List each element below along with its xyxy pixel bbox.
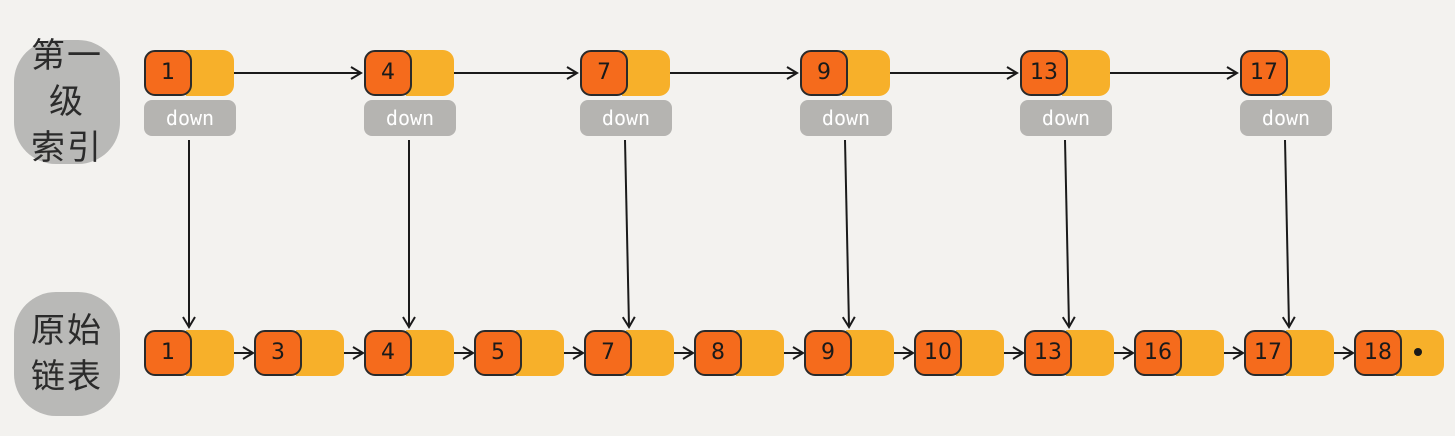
base-node-value: 10 (914, 330, 962, 376)
base-list-label-line2: 链表 (31, 357, 103, 397)
down-pointer-box: down (1240, 100, 1332, 136)
base-node-next-pointer (1066, 330, 1114, 376)
index-node-value: 1 (144, 50, 192, 96)
base-node-value: 16 (1134, 330, 1182, 376)
index-node-value: 4 (364, 50, 412, 96)
base-node-next-pointer (956, 330, 1004, 376)
base-node-value: 7 (584, 330, 632, 376)
down-arrow (1061, 139, 1076, 329)
base-list-label: 原始 链表 (14, 292, 120, 416)
base-node-next-pointer (296, 330, 344, 376)
base-node-value: 9 (804, 330, 852, 376)
down-arrow (621, 139, 636, 329)
base-node-next-pointer (186, 330, 234, 376)
base-node-value: 1 (144, 330, 192, 376)
index-node-value: 9 (800, 50, 848, 96)
base-node-value: 4 (364, 330, 412, 376)
down-pointer-box: down (580, 100, 672, 136)
base-node-value: 13 (1024, 330, 1072, 376)
down-pointer-box: down (144, 100, 236, 136)
index-level-label-line1: 第一级 (31, 36, 103, 122)
index-level-label: 第一级 索引 (14, 36, 120, 168)
base-list-label-line1: 原始 (31, 311, 103, 351)
base-node-next-pointer (406, 330, 454, 376)
down-arrows (182, 139, 1296, 329)
index-node-next-pointer (622, 50, 670, 96)
base-node-value: 18 (1354, 330, 1402, 376)
base-node-value: 3 (254, 330, 302, 376)
index-node-value: 13 (1020, 50, 1068, 96)
index-level-label-line2: 索引 (31, 128, 103, 168)
base-node-next-pointer (736, 330, 784, 376)
index-node-next-pointer (406, 50, 454, 96)
base-node-next-pointer (846, 330, 894, 376)
base-node-next-pointer (1396, 330, 1444, 376)
base-node-value: 5 (474, 330, 522, 376)
index-node-next-pointer (842, 50, 890, 96)
index-node-next-pointer (186, 50, 234, 96)
down-pointer-box: down (800, 100, 892, 136)
base-node-next-pointer (1286, 330, 1334, 376)
down-pointer-box: down (364, 100, 456, 136)
index-node-next-pointer (1282, 50, 1330, 96)
index-node-value: 17 (1240, 50, 1288, 96)
base-node-next-pointer (1176, 330, 1224, 376)
base-node-next-pointer (516, 330, 564, 376)
base-node-value: 17 (1244, 330, 1292, 376)
base-node-next-pointer (626, 330, 674, 376)
index-node-value: 7 (580, 50, 628, 96)
null-pointer-dot (1414, 348, 1422, 356)
base-node-value: 8 (694, 330, 742, 376)
down-arrow (841, 139, 856, 329)
down-pointer-box: down (1020, 100, 1112, 136)
down-arrow (1281, 139, 1296, 329)
index-node-next-pointer (1062, 50, 1110, 96)
